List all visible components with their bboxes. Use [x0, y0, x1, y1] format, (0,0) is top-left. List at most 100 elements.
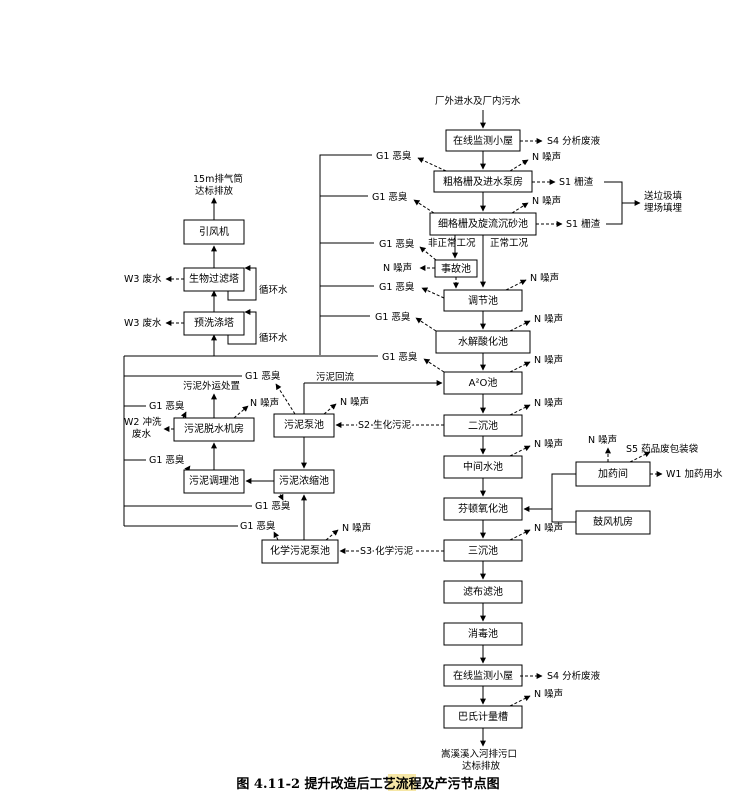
noise-label: N 噪声	[530, 272, 559, 284]
s3-label: S3 化学污泥	[360, 545, 414, 557]
fine-screen-box: 细格栅及旋流沉砂池	[429, 212, 537, 236]
g1-label: G1 恶臭	[240, 520, 276, 532]
svg-text:在线监测小屋: 在线监测小屋	[453, 134, 513, 147]
w3-label: W3 废水	[124, 317, 162, 329]
regulating-box: 调节池	[443, 289, 523, 312]
monitor-top-box: 在线监测小屋	[445, 129, 521, 152]
intermediate-box: 中间水池	[443, 455, 523, 479]
noise-label: N 噪声	[250, 397, 279, 409]
w2-label-1: W2 冲洗	[124, 416, 162, 428]
fenton-box: 芬顿氧化池	[443, 497, 523, 521]
source-label: 厂外进水及厂内污水	[435, 95, 521, 107]
fan-box: 引风机	[183, 219, 245, 245]
svg-text:巴氏计量槽: 巴氏计量槽	[458, 710, 508, 723]
tertiary-box: 三沉池	[443, 539, 523, 562]
svg-text:芬顿氧化池: 芬顿氧化池	[458, 502, 508, 515]
svg-text:鼓风机房: 鼓风机房	[593, 515, 633, 528]
dosing-box: 加药间	[575, 461, 651, 487]
disinfection-box: 消毒池	[443, 622, 523, 646]
svg-text:加药间: 加药间	[598, 467, 628, 480]
outlet-label-2: 达标排放	[462, 760, 501, 772]
svg-text:污泥调理池: 污泥调理池	[189, 474, 239, 487]
noise-label: N 噪声	[534, 313, 563, 325]
svg-text:滤布滤池: 滤布滤池	[463, 585, 503, 598]
s4-bottom-label: S4 分析废液	[547, 670, 601, 682]
parshall-box: 巴氏计量槽	[443, 705, 523, 729]
outlet-label-1: 嵩溪溪入河排污口	[441, 748, 517, 760]
s5-label: S5 药品废包装袋	[626, 443, 699, 455]
stack-label-1: 15m排气筒	[193, 173, 243, 185]
chem-sludge-pump-box: 化学污泥泵池	[261, 539, 339, 564]
noise-label: N 噪声	[532, 151, 561, 163]
cloth-filter-box: 滤布滤池	[443, 580, 523, 604]
svg-text:中间水池: 中间水池	[463, 460, 503, 473]
dewatering-box: 污泥脱水机房	[173, 417, 255, 442]
hydrolysis-box: 水解酸化池	[435, 330, 531, 354]
noise-label: N 噪声	[534, 438, 563, 450]
s1-label-a: S1 栅渣	[559, 176, 594, 188]
svg-text:事故池: 事故池	[441, 262, 471, 275]
svg-text:细格栅及旋流沉砂池: 细格栅及旋流沉砂池	[438, 217, 528, 230]
s1-label-b: S1 栅渣	[566, 218, 601, 230]
sludge-pump-box: 污泥泵池	[273, 413, 335, 438]
figure-caption: 图 4.11-2 提升改造后工艺流程及产污节点图	[236, 776, 499, 792]
svg-text:预洗涤塔: 预洗涤塔	[194, 316, 234, 329]
g1-label: G1 恶臭	[379, 281, 415, 293]
caption-highlight	[388, 774, 416, 791]
coarse-screen-box: 粗格栅及进水泵房	[433, 170, 533, 193]
noise-label: N 噪声	[383, 262, 412, 274]
prewash-box: 预洗涤塔	[183, 311, 245, 336]
svg-text:调节池: 调节池	[468, 294, 498, 307]
svg-text:三沉池: 三沉池	[468, 544, 498, 557]
svg-text:污泥浓缩池: 污泥浓缩池	[279, 474, 329, 487]
accident-box: 事故池	[434, 259, 478, 278]
noise-label: N 噪声	[534, 522, 563, 534]
g1-label: G1 恶臭	[149, 454, 185, 466]
svg-text:污泥泵池: 污泥泵池	[284, 418, 324, 431]
stack-label-2: 达标排放	[195, 185, 234, 197]
landfill-label-2: 埋场填埋	[644, 202, 683, 214]
svg-text:粗格栅及进水泵房: 粗格栅及进水泵房	[443, 175, 523, 188]
abnormal-label: 非正常工况	[428, 237, 476, 249]
svg-text:化学污泥泵池: 化学污泥泵池	[270, 544, 330, 557]
noise-label: N 噪声	[342, 522, 371, 534]
g1-label: G1 恶臭	[255, 500, 291, 512]
secondary-box: 二沉池	[443, 414, 523, 437]
landfill-label-1: 送垃圾填	[644, 190, 683, 202]
normal-label: 正常工况	[490, 237, 529, 249]
g1-label: G1 恶臭	[375, 311, 411, 323]
noise-label: N 噪声	[340, 396, 369, 408]
g1-label: G1 恶臭	[376, 150, 412, 162]
recirc-label: 循环水	[259, 332, 288, 344]
sludge-return-label: 污泥回流	[316, 371, 355, 383]
svg-text:水解酸化池: 水解酸化池	[458, 335, 508, 348]
sludge-thickener-box: 污泥浓缩池	[273, 469, 335, 494]
bio-filter-box: 生物过滤塔	[183, 267, 245, 292]
g1-label: G1 恶臭	[382, 351, 418, 363]
w2-label-2: 废水	[132, 428, 152, 440]
sludge-out-label: 污泥外运处置	[183, 380, 240, 392]
svg-text:污泥脱水机房: 污泥脱水机房	[184, 422, 244, 435]
g1-label: G1 恶臭	[379, 238, 415, 250]
s4-top-label: S4 分析废液	[547, 135, 601, 147]
svg-text:二沉池: 二沉池	[468, 419, 498, 432]
svg-text:A²O池: A²O池	[469, 376, 498, 389]
noise-label: N 噪声	[588, 434, 617, 446]
svg-text:引风机: 引风机	[199, 225, 229, 238]
noise-label: N 噪声	[534, 397, 563, 409]
svg-text:生物过滤塔: 生物过滤塔	[189, 272, 239, 285]
svg-text:在线监测小屋: 在线监测小屋	[453, 669, 513, 682]
monitor-bottom-box: 在线监测小屋	[443, 664, 523, 687]
noise-label: N 噪声	[534, 354, 563, 366]
w1-label: W1 加药用水	[666, 468, 723, 480]
w3-label: W3 废水	[124, 273, 162, 285]
g1-label: G1 恶臭	[245, 370, 281, 382]
g1-label: G1 恶臭	[149, 400, 185, 412]
ao-box: A²O池	[443, 371, 523, 395]
blower-box: 鼓风机房	[575, 510, 651, 535]
noise-label: N 噪声	[532, 195, 561, 207]
g1-label: G1 恶臭	[372, 191, 408, 203]
conditioning-box: 污泥调理池	[183, 469, 245, 494]
s2-label: S2 生化污泥	[358, 419, 412, 431]
